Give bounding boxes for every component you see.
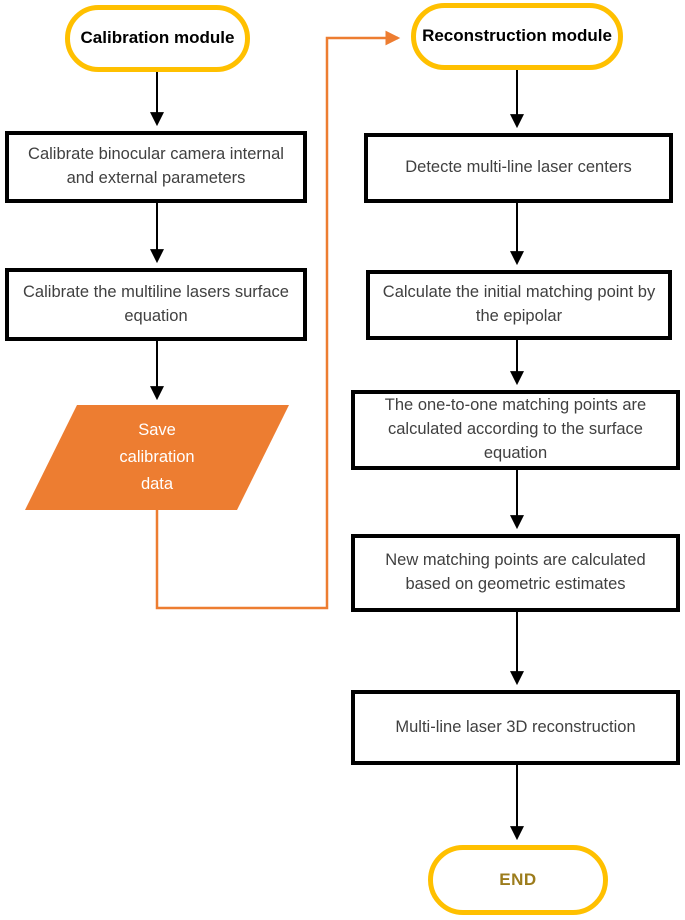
connector-save-to-reconstruction [155, 30, 401, 610]
save-calibration-data-label: Save calibration data [119, 420, 195, 494]
node-initial-matching-point: Calculate the initial matching point by … [366, 270, 672, 340]
node-detect-laser-centers: Detecte multi-line laser centers [364, 133, 673, 203]
node-new-matching-points: New matching points are calculated based… [351, 534, 680, 612]
node-reconstruction-module: Reconstruction module [411, 3, 623, 70]
new-matching-points-label: New matching points are calculated based… [385, 551, 646, 593]
reconstruction-module-label: Reconstruction module [422, 26, 612, 46]
node-3d-reconstruction: Multi-line laser 3D reconstruction [351, 690, 680, 765]
detect-laser-centers-label: Detecte multi-line laser centers [405, 158, 632, 177]
calibrate-laser-surface-label: Calibrate the multiline lasers surface e… [23, 282, 289, 325]
initial-matching-point-label: Calculate the initial matching point by … [382, 283, 656, 325]
calibrate-camera-parameters-label: Calibrate binocular camera internal and … [28, 145, 284, 187]
node-end: END [428, 845, 608, 915]
node-calibration-module: Calibration module [65, 5, 250, 72]
node-one-to-one-matching: The one-to-one matching points are calcu… [351, 390, 680, 470]
end-label: END [499, 869, 537, 889]
node-calibrate-laser-surface: Calibrate the multiline lasers surface e… [5, 268, 307, 341]
parallelogram-shape [25, 405, 289, 510]
one-to-one-matching-label: The one-to-one matching points are calcu… [384, 396, 647, 462]
node-calibrate-camera-parameters: Calibrate binocular camera internal and … [5, 131, 307, 203]
3d-reconstruction-label: Multi-line laser 3D reconstruction [395, 717, 636, 736]
calibration-module-label: Calibration module [80, 28, 235, 48]
node-save-calibration-data: Save calibration data [25, 405, 289, 510]
